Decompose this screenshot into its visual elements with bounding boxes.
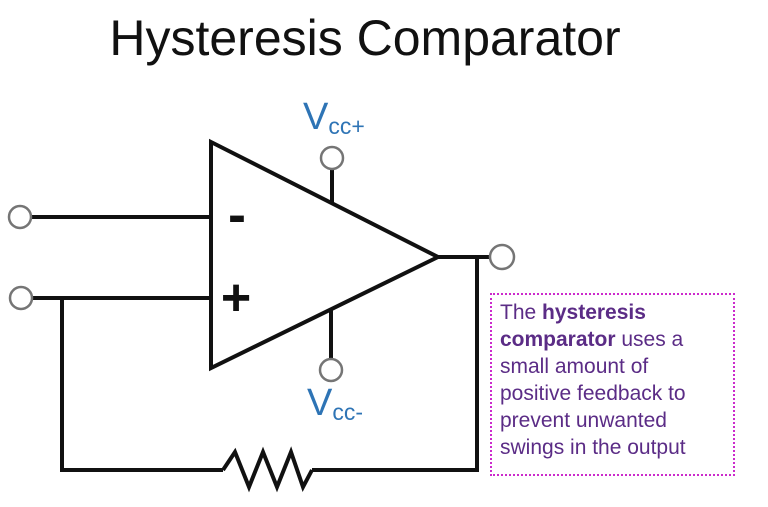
vcc-minus-sub: cc- (332, 399, 364, 425)
resistor-zigzag (221, 446, 314, 493)
vcc-plus-label: Vcc+ (303, 96, 365, 139)
annotation-box: The hysteresis comparator uses a small a… (490, 293, 735, 476)
annotation-text-bold: hysteresis comparator (500, 301, 646, 352)
inverting-input-terminal (7, 204, 33, 230)
vcc-plus-sub: cc+ (328, 113, 365, 139)
opamp-triangle (209, 138, 443, 372)
vcc-minus-label: Vcc- (307, 382, 364, 425)
vcc-minus-main: V (307, 382, 333, 424)
feedback-wire-left (60, 298, 223, 472)
inverting-input-sign: - (228, 185, 246, 245)
output-terminal (488, 243, 516, 271)
vcc-plus-terminal (319, 145, 345, 171)
noninverting-input-sign: + (220, 269, 252, 327)
feedback-wire-right (312, 257, 479, 472)
noninverting-input-terminal (8, 285, 34, 311)
page-title: Hysteresis Comparator (109, 10, 621, 66)
vcc-plus-main: V (303, 96, 329, 138)
vcc-minus-terminal (318, 357, 344, 383)
annotation-text-prefix: The (500, 301, 543, 324)
annotation-text-rest: uses a small amount of positive feedback… (500, 328, 686, 460)
